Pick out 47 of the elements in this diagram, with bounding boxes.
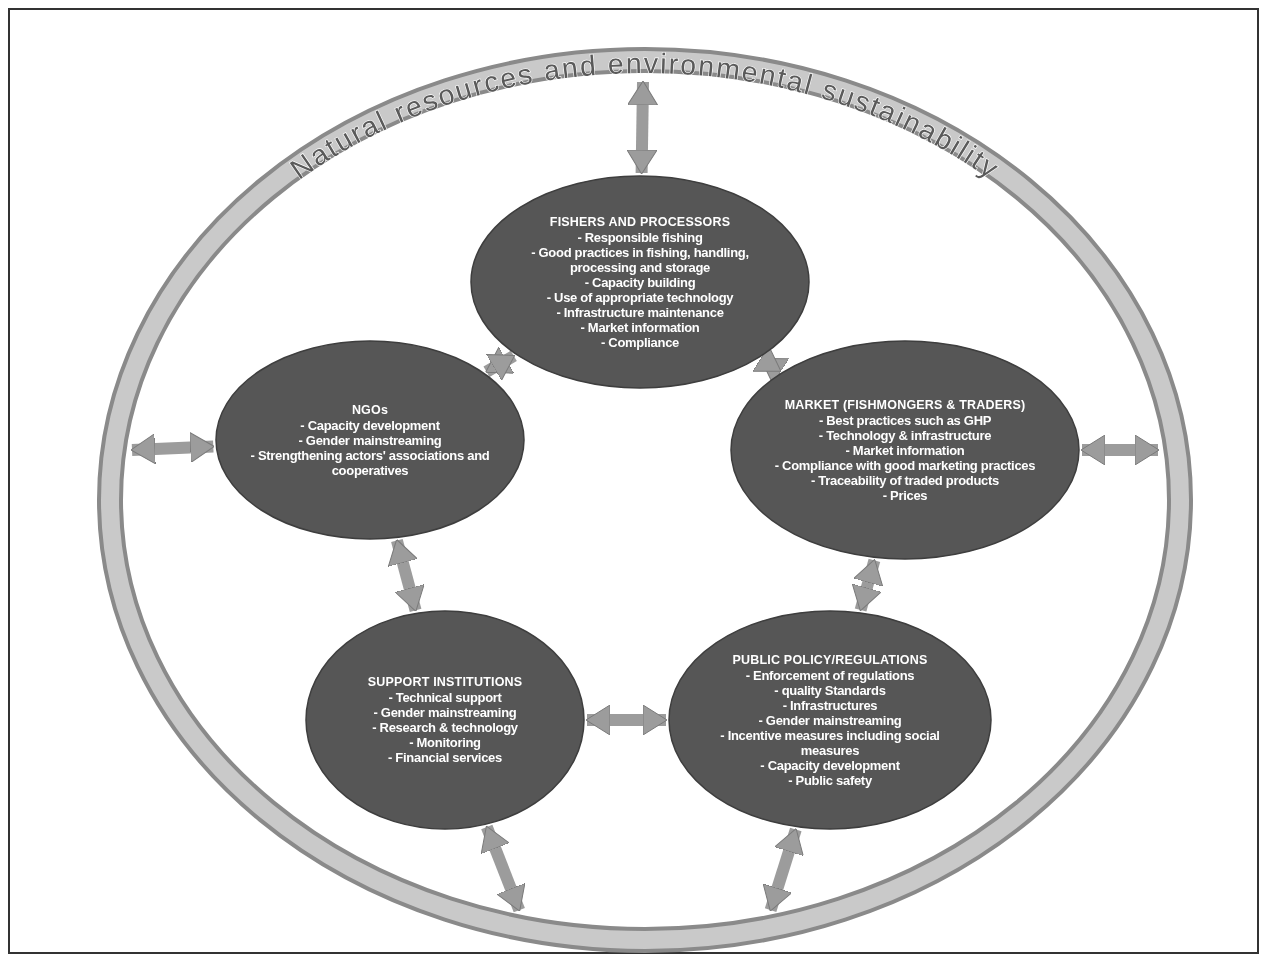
list-item: - Compliance (600, 334, 680, 350)
list-item: - Monitoring (408, 735, 482, 750)
double-arrow (851, 558, 884, 612)
list-item: - Gender mainstreaming (757, 712, 903, 728)
list-item: - Technical support (387, 690, 503, 705)
list-item: - Compliance with good marketing practices (773, 457, 1037, 473)
node-heading: PUBLIC POLICY/REGULATIONS (731, 652, 929, 668)
node-heading: NGOs (350, 402, 390, 418)
node-heading: FISHERS AND PROCESSORS (548, 214, 732, 230)
double-arrow (585, 704, 668, 736)
list-item: - Best practices such as GHP (817, 412, 993, 428)
list-item: - Responsible fishing (576, 229, 704, 245)
ellipse-node (470, 175, 810, 389)
list-item: - Gender mainstreaming (372, 705, 518, 720)
ellipse-node (730, 340, 1080, 560)
list-item: - Good practices in fishing, handling, processing and storage (530, 244, 750, 275)
ellipse-node (215, 340, 525, 540)
double-arrow (387, 538, 425, 612)
node-heading: SUPPORT INSTITUTIONS (366, 675, 524, 690)
double-arrow (483, 346, 517, 381)
list-item: - Capacity development (299, 417, 441, 433)
list-item: - Prices (882, 487, 929, 503)
list-item: - Capacity development (759, 757, 901, 773)
list-item: - Strengthening actors' associations and cooperatives (249, 447, 491, 478)
list-item: - Public safety (788, 772, 872, 788)
list-item: - Capacity building (584, 274, 696, 290)
double-arrow (1080, 434, 1160, 466)
double-arrow (130, 431, 215, 465)
list-item: - Research & technology (371, 720, 519, 735)
list-item: - Technology & infrastructure (817, 427, 993, 443)
double-arrow (480, 824, 526, 913)
list-item: - Financial services (387, 750, 503, 765)
list-item: - Enforcement of regulations (744, 667, 916, 683)
list-item: - Market information (579, 319, 701, 335)
double-arrow (762, 827, 804, 912)
list-item: - quality Standards (773, 682, 886, 698)
list-item: - Incentive measures including social measures (719, 727, 941, 758)
ellipse-node (305, 610, 585, 830)
node-heading: MARKET (FISHMONGERS & TRADERS) (783, 397, 1027, 413)
list-item: - Traceability of traded products (811, 472, 999, 488)
list-item: - Market information (845, 442, 966, 458)
ellipse-node (668, 610, 992, 830)
list-item: - Infrastructures (781, 697, 879, 713)
ring-band (96, 46, 1194, 954)
list-item: - Infrastructure maintenance (555, 304, 724, 320)
list-item: - Gender mainstreaming (297, 432, 443, 448)
list-item: - Use of appropriate technology (545, 289, 735, 305)
